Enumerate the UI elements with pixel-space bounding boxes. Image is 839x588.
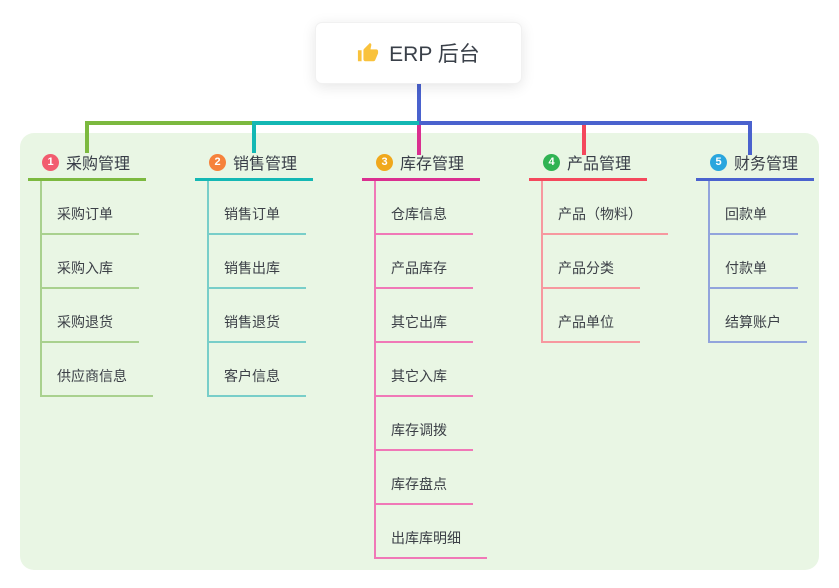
branch-number-badge: 2 [209, 153, 226, 171]
branch-label: 财务管理 [734, 156, 799, 173]
thumbs-up-icon [358, 42, 379, 62]
child-topic[interactable]: 采购入库 [42, 235, 139, 289]
branch-label: 库存管理 [400, 156, 465, 173]
branch-sales-children: 销售订单 销售出库 销售退货 客户信息 [207, 181, 306, 397]
branch-finance-children: 回款单 付款单 结算账户 [708, 181, 807, 343]
branch-inventory-header[interactable]: 3 库存管理 [362, 146, 480, 181]
child-topic[interactable]: 客户信息 [209, 343, 306, 397]
child-topic[interactable]: 付款单 [710, 235, 798, 289]
branches-panel [20, 133, 819, 570]
child-topic[interactable]: 采购退货 [42, 289, 139, 343]
child-topic[interactable]: 采购订单 [42, 181, 139, 235]
branch-number-badge: 1 [42, 153, 59, 171]
child-topic[interactable]: 结算账户 [710, 289, 807, 343]
child-topic[interactable]: 产品（物料） [543, 181, 668, 235]
child-topic[interactable]: 产品库存 [376, 235, 473, 289]
branch-purchase-children: 采购订单 采购入库 采购退货 供应商信息 [40, 181, 153, 397]
branch-finance-header[interactable]: 5 财务管理 [696, 146, 814, 181]
branch-finance: 5 财务管理 回款单 付款单 结算账户 [696, 146, 814, 343]
branch-number-badge: 5 [710, 153, 727, 171]
branch-product-header[interactable]: 4 产品管理 [529, 146, 647, 181]
child-topic[interactable]: 销售退货 [209, 289, 306, 343]
child-topic[interactable]: 供应商信息 [42, 343, 153, 397]
branch-number-badge: 3 [376, 153, 393, 171]
child-topic[interactable]: 仓库信息 [376, 181, 473, 235]
branch-number-badge: 4 [543, 153, 560, 171]
root-title: ERP 后台 [389, 43, 480, 66]
root-node[interactable]: ERP 后台 [315, 22, 522, 84]
branch-label: 产品管理 [567, 156, 632, 173]
child-topic[interactable]: 回款单 [710, 181, 798, 235]
child-topic[interactable]: 销售订单 [209, 181, 306, 235]
child-topic[interactable]: 产品分类 [543, 235, 640, 289]
child-topic[interactable]: 出库库明细 [376, 505, 487, 559]
branch-product-children: 产品（物料） 产品分类 产品单位 [541, 181, 668, 343]
child-topic[interactable]: 产品单位 [543, 289, 640, 343]
child-topic[interactable]: 库存盘点 [376, 451, 473, 505]
branch-sales: 2 销售管理 销售订单 销售出库 销售退货 客户信息 [195, 146, 313, 397]
branch-purchase-header[interactable]: 1 采购管理 [28, 146, 146, 181]
branch-sales-header[interactable]: 2 销售管理 [195, 146, 313, 181]
branch-inventory: 3 库存管理 仓库信息 产品库存 其它出库 其它入库 库存调拨 库存盘点 出库库… [362, 146, 487, 559]
child-topic[interactable]: 其它入库 [376, 343, 473, 397]
child-topic[interactable]: 其它出库 [376, 289, 473, 343]
child-topic[interactable]: 销售出库 [209, 235, 306, 289]
branch-product: 4 产品管理 产品（物料） 产品分类 产品单位 [529, 146, 668, 343]
branch-label: 销售管理 [233, 156, 298, 173]
branch-label: 采购管理 [66, 156, 131, 173]
child-topic[interactable]: 库存调拨 [376, 397, 473, 451]
branch-purchase: 1 采购管理 采购订单 采购入库 采购退货 供应商信息 [28, 146, 153, 397]
branch-inventory-children: 仓库信息 产品库存 其它出库 其它入库 库存调拨 库存盘点 出库库明细 [374, 181, 487, 559]
